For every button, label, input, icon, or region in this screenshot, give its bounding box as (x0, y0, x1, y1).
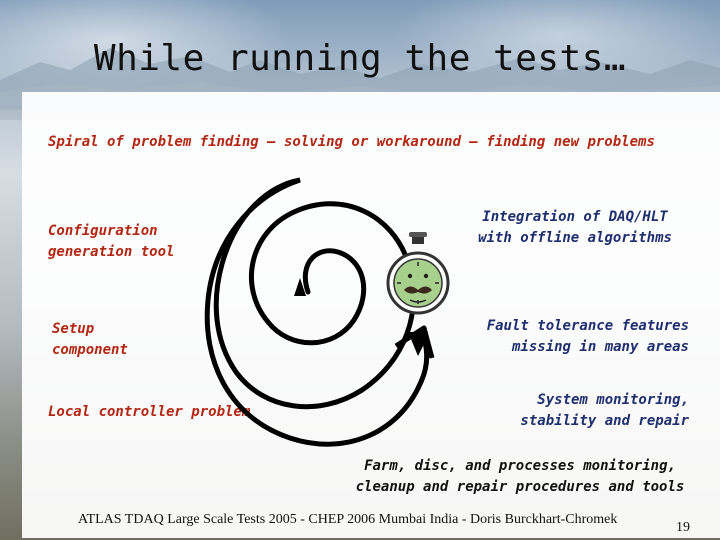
page-number: 19 (676, 520, 690, 535)
content-panel (22, 92, 720, 538)
slide-footer: ATLAS TDAQ Large Scale Tests 2005 - CHEP… (78, 512, 618, 527)
slide-title: While running the tests… (93, 38, 627, 79)
right-item-fault-tolerance: Fault tolerance features missing in many… (486, 318, 689, 355)
left-item-config-tool: Configuration generation tool (48, 223, 175, 260)
right-item-system-monitoring: System monitoring, stability and repair (520, 392, 689, 429)
right-item-integration: Integration of DAQ/HLT with offline algo… (478, 209, 672, 246)
left-item-setup-component: Setup component (52, 321, 128, 358)
left-item-local-controller: Local controller problem (48, 404, 251, 420)
slide-subtitle: Spiral of problem finding – solving or w… (48, 134, 655, 150)
right-item-farm-monitoring: Farm, disc, and processes monitoring, cl… (355, 458, 685, 495)
